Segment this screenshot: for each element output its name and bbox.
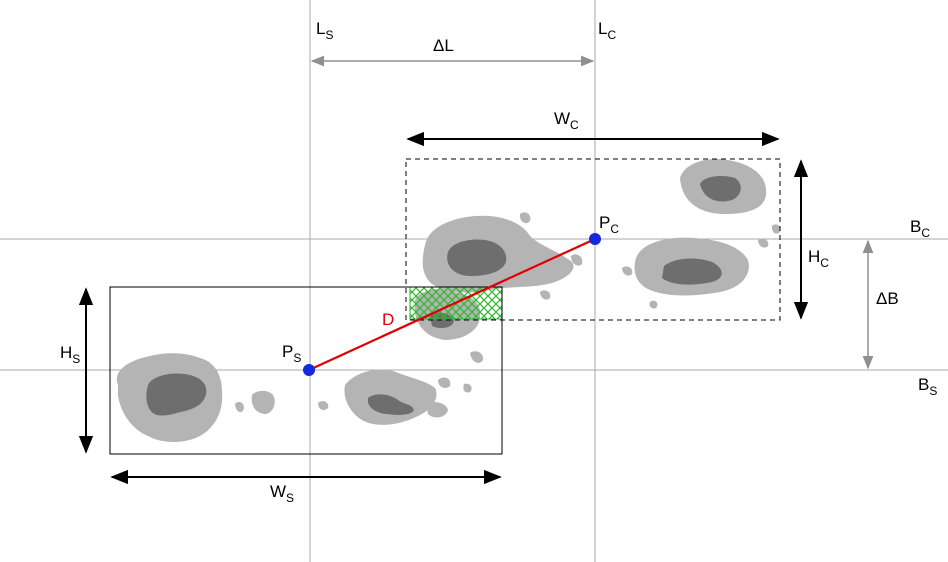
label-w-s: WS — [270, 482, 294, 505]
label-b-s: BS — [918, 375, 937, 398]
distance-line — [308, 237, 596, 372]
label-b-c: BC — [910, 217, 930, 240]
label-p-s: PS — [282, 342, 301, 365]
point-c — [589, 233, 601, 245]
cloud-cluster-c — [414, 158, 781, 340]
label-w-c: WC — [554, 109, 579, 132]
label-l-s: LS — [316, 19, 333, 42]
label-p-c: PC — [599, 213, 619, 236]
cloud-cluster-s — [116, 351, 484, 442]
label-delta-l: ΔL — [433, 36, 454, 55]
bounding-box-s — [109, 286, 503, 455]
bounding-box-c — [405, 158, 781, 321]
label-h-s: HS — [60, 343, 80, 366]
label-d: D — [382, 310, 394, 329]
point-s — [303, 364, 315, 376]
label-h-c: HC — [808, 247, 829, 270]
label-l-c: LC — [598, 19, 616, 42]
label-delta-b: ΔB — [876, 289, 899, 308]
